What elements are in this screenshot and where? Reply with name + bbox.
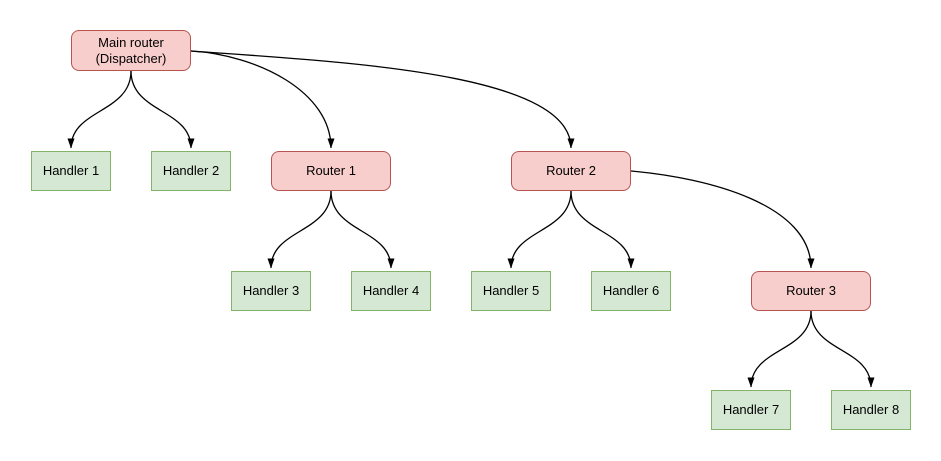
edge-router-3-to-handler-8 <box>810 310 875 388</box>
node-label: Handler 6 <box>602 283 660 298</box>
node-label: Router 2 <box>546 163 596 178</box>
edge-router-1-to-handler-4 <box>330 190 395 269</box>
edge-router-3-to-handler-7 <box>747 310 812 388</box>
edge-main-router-to-router-1 <box>190 50 335 149</box>
node-label: Router 1 <box>306 163 356 178</box>
node-handler-7: Handler 7 <box>711 390 791 430</box>
edge-router-2-to-router-3 <box>630 170 815 269</box>
node-main-router: Main router (Dispatcher) <box>71 30 191 71</box>
node-label: Handler 7 <box>722 402 780 417</box>
node-handler-6: Handler 6 <box>591 271 671 311</box>
node-label: Handler 1 <box>42 163 100 178</box>
node-label: (Dispatcher) <box>95 50 167 66</box>
node-handler-4: Handler 4 <box>351 271 431 311</box>
node-handler-1: Handler 1 <box>31 151 111 191</box>
edge-router-2-to-handler-6 <box>570 190 635 269</box>
edge-main-router-to-handler-2 <box>130 70 195 149</box>
edge-router-1-to-handler-3 <box>267 190 332 269</box>
node-label: Handler 2 <box>162 163 220 178</box>
node-label: Handler 4 <box>362 283 420 298</box>
node-handler-2: Handler 2 <box>151 151 231 191</box>
node-handler-5: Handler 5 <box>471 271 551 311</box>
node-label: Handler 3 <box>242 283 300 298</box>
edge-main-router-to-handler-1 <box>67 70 132 149</box>
node-handler-8: Handler 8 <box>831 390 911 430</box>
edge-main-router-to-router-2 <box>190 50 575 149</box>
node-router-3: Router 3 <box>751 271 871 311</box>
node-label: Handler 5 <box>482 283 540 298</box>
node-label: Main router <box>98 34 164 50</box>
node-label: Router 3 <box>786 283 836 298</box>
node-router-1: Router 1 <box>271 151 391 191</box>
node-handler-3: Handler 3 <box>231 271 311 311</box>
node-label: Handler 8 <box>842 402 900 417</box>
node-router-2: Router 2 <box>511 151 631 191</box>
edge-router-2-to-handler-5 <box>507 190 572 269</box>
